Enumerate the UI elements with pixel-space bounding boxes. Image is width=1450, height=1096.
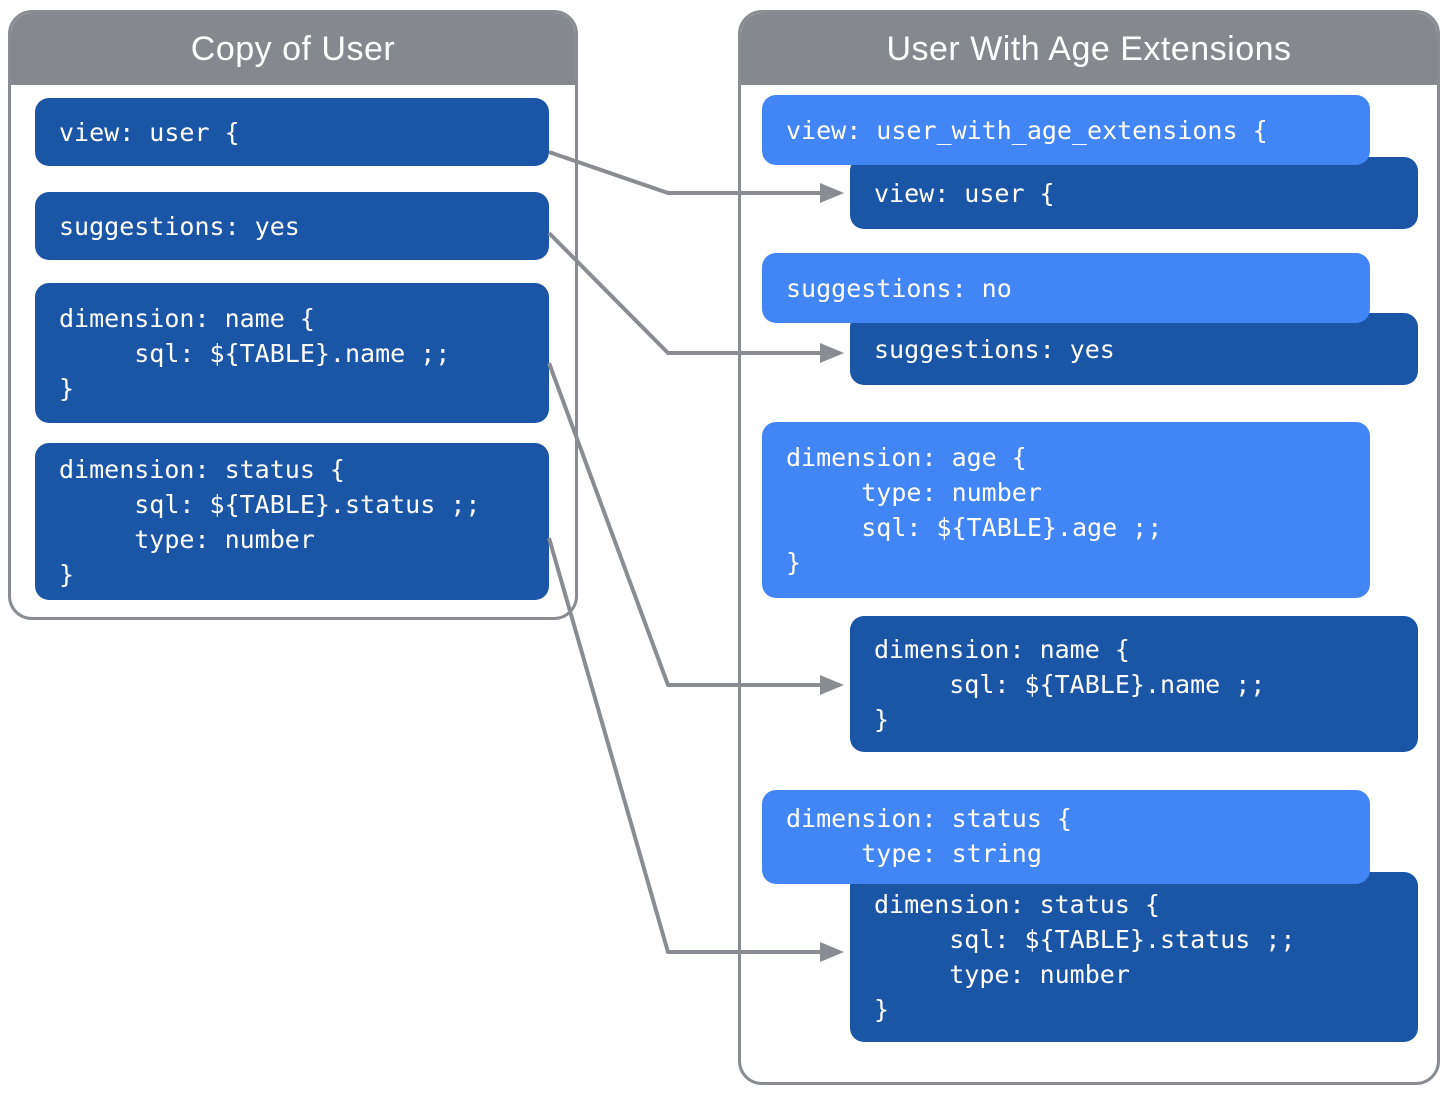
code-block-view-user-with-age-extensions: view: user_with_age_extensions { — [762, 95, 1370, 165]
panel-user-with-age-extensions: User With Age Extensions view: user_with… — [738, 10, 1440, 1085]
code-block-view-user: view: user { — [35, 98, 549, 166]
code-text: dimension: status { sql: ${TABLE}.status… — [874, 890, 1296, 1024]
code-block-suggestions-yes: suggestions: yes — [35, 192, 549, 260]
code-text: suggestions: yes — [874, 334, 1115, 364]
code-text: suggestions: yes — [59, 211, 300, 241]
code-block-inherited-suggestions-yes: suggestions: yes — [850, 313, 1418, 385]
left-panel-title: Copy of User — [190, 29, 396, 68]
code-block-inherited-dimension-name: dimension: name { sql: ${TABLE}.name ;; … — [850, 616, 1418, 752]
code-text: dimension: name { sql: ${TABLE}.name ;; … — [874, 634, 1266, 734]
left-panel-header: Copy of User — [11, 13, 575, 85]
code-text: view: user_with_age_extensions { — [786, 115, 1268, 145]
code-block-dimension-status: dimension: status { sql: ${TABLE}.status… — [35, 443, 549, 600]
right-panel-header: User With Age Extensions — [741, 13, 1437, 85]
code-text: suggestions: no — [786, 273, 1012, 303]
code-text: view: user { — [874, 178, 1055, 208]
code-text: dimension: status { sql: ${TABLE}.status… — [59, 454, 481, 589]
code-text: dimension: name { sql: ${TABLE}.name ;; … — [59, 303, 451, 403]
code-text: dimension: status { type: string — [786, 804, 1072, 868]
code-block-dimension-status-override: dimension: status { type: string — [762, 790, 1370, 884]
code-block-inherited-dimension-status: dimension: status { sql: ${TABLE}.status… — [850, 872, 1418, 1042]
right-panel-title: User With Age Extensions — [886, 29, 1292, 68]
code-block-inherited-view-user: view: user { — [850, 157, 1418, 229]
code-block-dimension-name: dimension: name { sql: ${TABLE}.name ;; … — [35, 283, 549, 423]
code-text: dimension: age { type: number sql: ${TAB… — [786, 443, 1163, 577]
code-text: view: user { — [59, 117, 240, 147]
code-block-suggestions-no: suggestions: no — [762, 253, 1370, 323]
panel-copy-of-user: Copy of User view: user { suggestions: y… — [8, 10, 578, 620]
code-block-dimension-age: dimension: age { type: number sql: ${TAB… — [762, 422, 1370, 598]
